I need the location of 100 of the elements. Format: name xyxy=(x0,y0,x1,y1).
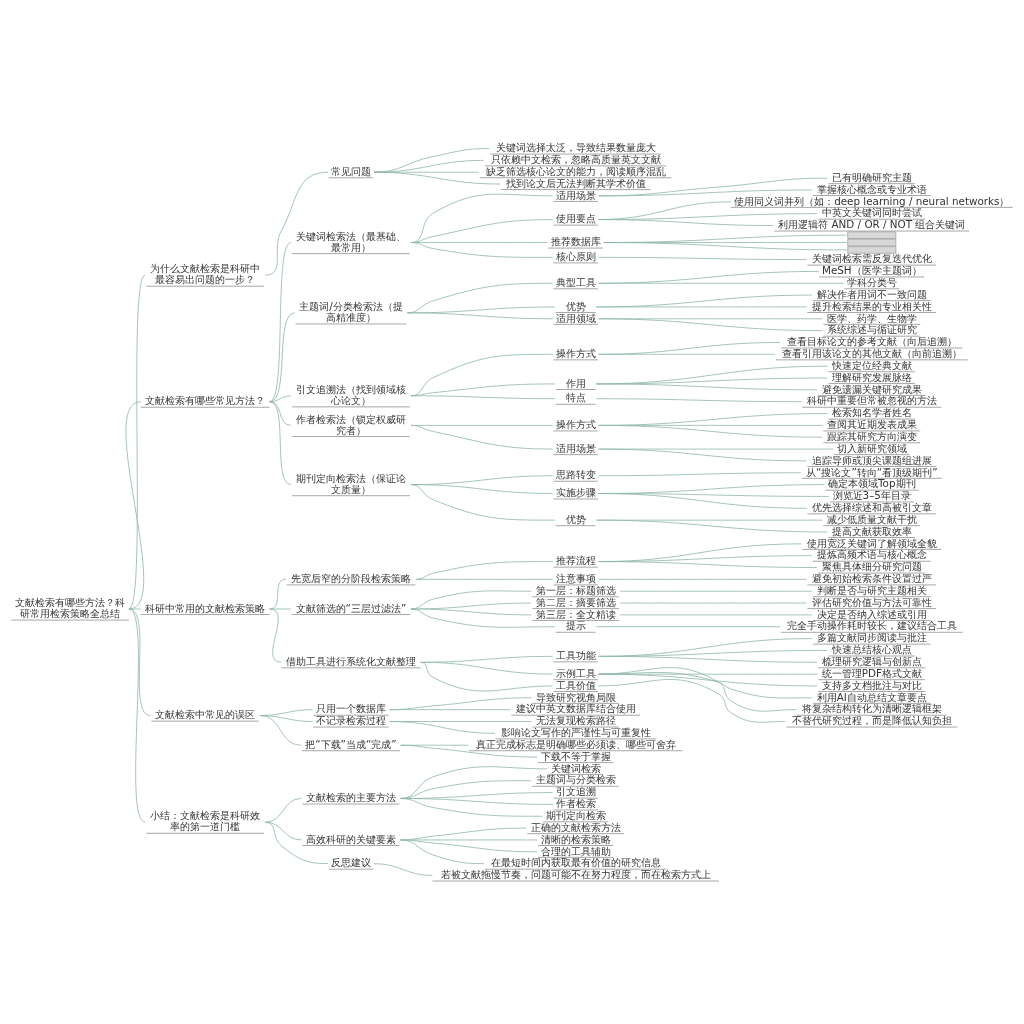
connector xyxy=(619,614,813,616)
connector xyxy=(269,608,292,610)
node-text: 引文追溯法（找到领域核心论文） xyxy=(295,382,406,407)
connector xyxy=(406,312,554,320)
connector xyxy=(596,306,808,308)
connector xyxy=(596,398,802,403)
connector xyxy=(410,425,554,450)
connector xyxy=(598,318,823,332)
node-text: 评估研究价值与方法可靠性 xyxy=(811,595,932,608)
node-text: 追踪导师或顶尖课题组进展 xyxy=(811,453,932,466)
connector xyxy=(410,484,556,521)
node-text: 适用场景 xyxy=(555,188,596,201)
connector xyxy=(400,744,538,758)
node-text: 判断是否与研究主题相关 xyxy=(816,583,927,596)
connector xyxy=(598,472,802,477)
node-text: 系统综述与循证研究 xyxy=(826,323,917,336)
node-text: 高效科研的关键要素 xyxy=(305,832,396,845)
node-text: 示例工具 xyxy=(555,666,596,679)
node-text: 文献检索有哪些方法？科研常用检索策略全总结 xyxy=(15,596,126,620)
node-text: 学科分类号 xyxy=(846,275,897,288)
connector xyxy=(400,798,543,817)
node-text: 科研中重要但常被忽视的方法 xyxy=(806,394,937,407)
node-text: 思路转变 xyxy=(555,468,596,481)
node-text: 文献检索的主要方法 xyxy=(305,791,396,804)
node-text: 统一管理PDF格式文献 xyxy=(821,666,922,679)
node-text: 借助工具进行系统化文献整理 xyxy=(285,655,416,668)
node-text: 完全手动操作耗时较长，建议结合工具 xyxy=(786,619,957,632)
node-text: 已有明确研究主题 xyxy=(831,170,912,183)
node-text: 找到论文后无法判断其学术价值 xyxy=(505,176,646,189)
node-text: 实施步骤 xyxy=(555,486,596,499)
node-text: 医学、药学、生物学 xyxy=(826,311,917,324)
node-text: 避免遗漏关键研究成果 xyxy=(821,382,922,395)
node-text: 只依赖中文检索，忽略高质量英文文献 xyxy=(490,153,661,166)
connector xyxy=(128,608,146,823)
node-text: 提炼高频术语与核心概念 xyxy=(816,548,927,561)
node-text: 缺乏筛选核心论文的能力，阅读顺序混乱 xyxy=(485,164,666,177)
connector xyxy=(598,177,828,197)
node-text: 从“搜论文”转向“看顶级期刊” xyxy=(806,465,938,478)
node-text: 影响论文写作的严谨性与可重复性 xyxy=(500,726,651,739)
connector xyxy=(420,661,554,692)
node-text: 工具价值 xyxy=(555,678,596,691)
node-text: 适用场景 xyxy=(555,441,596,454)
node-text: 关键词检索法（最基础、最常用） xyxy=(295,229,406,253)
node-text: 浏览近3–5年目录 xyxy=(832,489,911,502)
node-text: 关键词检索需反复迭代优化 xyxy=(811,252,932,265)
node-text: 推荐数据库 xyxy=(550,235,601,248)
node-text: 注意事项 xyxy=(555,572,596,585)
node-text: 中英文关键词同时尝试 xyxy=(821,206,922,219)
node-text: 提示 xyxy=(565,619,586,632)
node-text: 主题词/分类检索法（提高精准度） xyxy=(299,300,403,324)
connector xyxy=(259,715,302,746)
node-text: 核心原则 xyxy=(555,250,596,263)
node-text: 把“下载”当成“完成” xyxy=(305,737,397,750)
node-text: 关键词检索 xyxy=(550,761,601,774)
node-text: 主题词与分类检索 xyxy=(535,773,616,786)
node-text: 优势 xyxy=(565,512,586,525)
connector xyxy=(598,425,823,438)
node-text: 优势 xyxy=(565,299,586,312)
connector xyxy=(389,709,511,711)
connector xyxy=(389,697,532,711)
node-text: 小结：文献检索是科研效率的第一道门槛 xyxy=(150,809,261,833)
node-text: 文献检索有哪些常见方法？ xyxy=(145,394,266,407)
node-text: 正确的文献检索方法 xyxy=(530,820,621,833)
node-text: 合理的工具辅助 xyxy=(540,844,611,857)
connector xyxy=(596,383,818,391)
node-text: 典型工具 xyxy=(555,275,596,288)
connector xyxy=(373,159,485,173)
node-text: 导致研究视角局限 xyxy=(535,690,616,703)
node-text: 聚焦具体细分研究问题 xyxy=(821,560,922,573)
connector xyxy=(596,626,781,628)
node-text: 快速定位经典文献 xyxy=(831,358,912,371)
node-text: 梳理研究逻辑与创新点 xyxy=(821,655,922,668)
node-text: 引文追溯 xyxy=(555,785,596,798)
connector xyxy=(269,242,292,403)
connector xyxy=(415,578,554,580)
connector xyxy=(598,353,776,355)
connector xyxy=(598,189,813,197)
node-text: 期刊定向检索 xyxy=(545,809,606,821)
node-text: 避免初始检索条件设置过严 xyxy=(811,572,932,585)
connector xyxy=(410,608,532,616)
node-text: 科研中常用的文献检索策略 xyxy=(145,601,266,614)
node-text: 理解研究发展脉络 xyxy=(831,370,912,383)
connector xyxy=(598,655,818,663)
connector xyxy=(400,839,485,865)
node-text: 若被文献拖慢节奏，问题可能不在努力程度，而在检索方式上 xyxy=(440,868,711,881)
connector xyxy=(598,667,797,712)
node-text: 不替代研究过程，而是降低认知负担 xyxy=(791,714,952,727)
connector xyxy=(373,863,433,876)
connector xyxy=(269,401,292,426)
connector xyxy=(598,561,818,568)
connector xyxy=(373,171,501,185)
connector xyxy=(125,401,145,610)
connector xyxy=(128,274,146,610)
connector xyxy=(373,148,490,173)
connector xyxy=(269,401,292,485)
connector xyxy=(598,256,808,260)
connector xyxy=(596,519,823,521)
node-text: 期刊定向检索法（保证论文质量） xyxy=(295,471,406,495)
node-text: 第二层：摘要筛选 xyxy=(535,595,616,608)
node-text: 将复杂结构转化为清晰逻辑框架 xyxy=(801,702,942,715)
